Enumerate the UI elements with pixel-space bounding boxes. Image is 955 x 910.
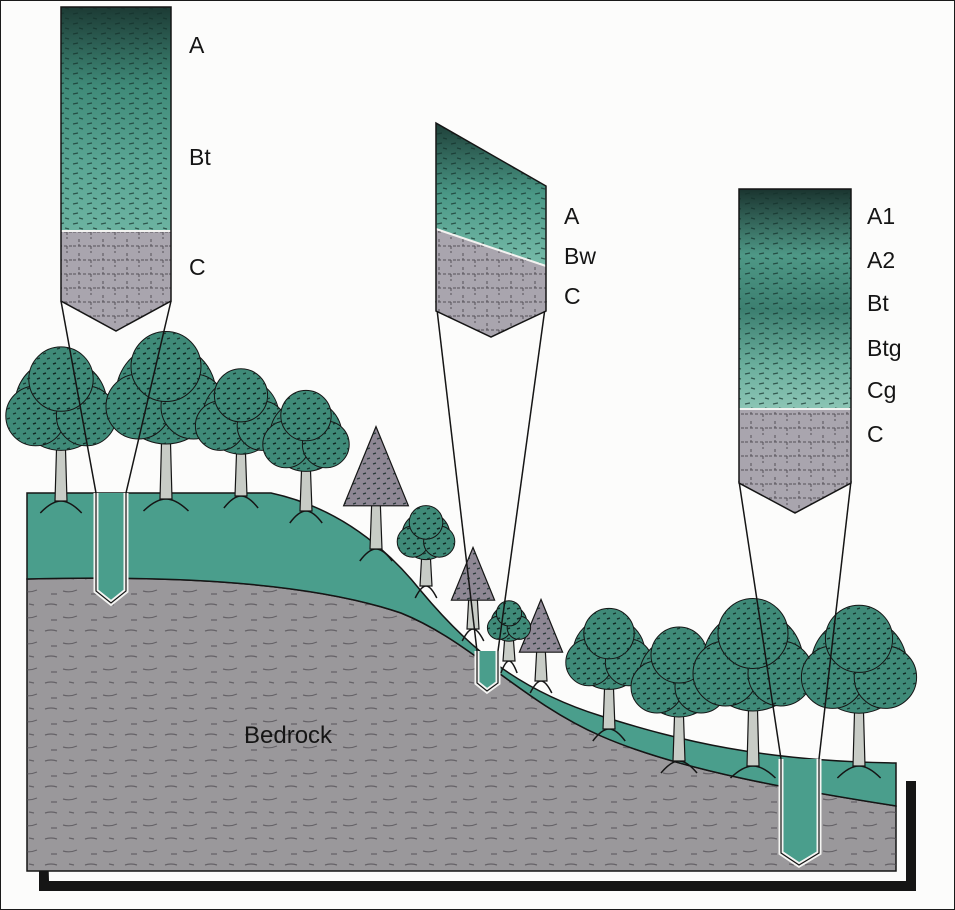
- horizon-label: Bt: [867, 290, 889, 316]
- bedrock-label: Bedrock: [244, 722, 333, 749]
- horizon-labels-lowland: A1 A2 Bt Btg Cg C: [867, 203, 902, 447]
- horizon-label: C: [564, 283, 581, 309]
- conifer-tree: [342, 425, 410, 562]
- horizon-label: Cg: [867, 377, 896, 403]
- horizon-label: Btg: [867, 335, 902, 361]
- horizon-labels-slope: A Bw C: [564, 203, 596, 309]
- soil-profile-slope: [435, 121, 547, 338]
- horizon-label: C: [867, 421, 884, 447]
- deciduous-tree: [262, 389, 350, 524]
- deciduous-tree: [800, 604, 918, 779]
- deciduous-tree: [5, 346, 117, 514]
- soil-layer: [26, 492, 897, 807]
- horizon-label: A: [564, 203, 580, 229]
- conifer-tree: [518, 597, 564, 694]
- deciduous-tree: [692, 598, 814, 779]
- horizon-label: A1: [867, 203, 895, 229]
- horizon-label: C: [189, 254, 206, 280]
- deciduous-tree: [194, 368, 288, 509]
- soil-pit-lowland: [778, 759, 822, 868]
- zoom-lines: [60, 300, 852, 760]
- horizon-label: Bw: [564, 243, 596, 269]
- bedrock-texture: [27, 578, 896, 871]
- conifer-tree: [450, 545, 496, 642]
- horizon-label: A2: [867, 247, 895, 273]
- tree-group: [5, 331, 918, 779]
- soil-profile-upland: [60, 6, 172, 332]
- deciduous-tree: [396, 505, 456, 599]
- horizon-labels-upland: A Bt C: [189, 32, 211, 280]
- horizon-label: A: [189, 32, 205, 58]
- soil-pit-upland: [93, 493, 129, 607]
- horizon-label: Bt: [189, 144, 211, 170]
- soil-profile-lowland: [738, 188, 852, 514]
